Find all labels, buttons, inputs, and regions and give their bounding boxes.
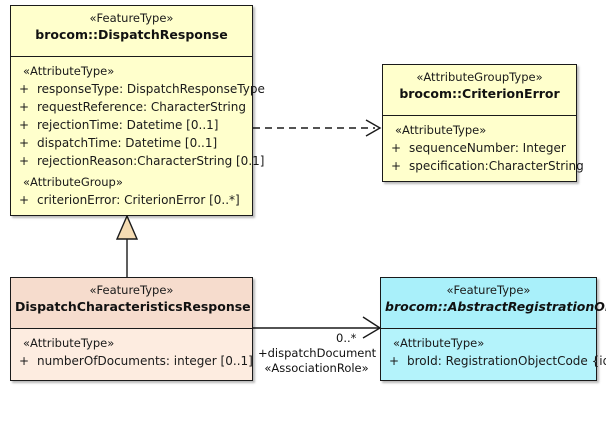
compartment-stereotype-attributetype: «AttributeType» <box>393 336 485 350</box>
generalization-arrow-dcr-dispatchresponse <box>115 214 139 277</box>
class-header-criterion-error: «AttributeGroupType» brocom::CriterionEr… <box>383 65 576 116</box>
class-body-abstract-registration-object: «AttributeType» + broId: RegistrationObj… <box>381 329 606 380</box>
compartment-stereotype-attributetype: «AttributeType» <box>23 336 115 350</box>
class-body-dispatch-characteristics-response: «AttributeType» + numberOfDocuments: int… <box>11 329 253 380</box>
attribute-label: criterionError: CriterionError [0..*] <box>37 193 240 207</box>
association-multiplicity-label: 0..* <box>336 331 357 345</box>
class-body-criterion-error: «AttributeType» + sequenceNumber: Intege… <box>383 116 584 181</box>
attribute-label: rejectionTime: Datetime [0..1] <box>37 118 219 132</box>
class-name: brocom::CriterionError <box>399 86 560 101</box>
attribute-row[interactable]: + rejectionReason:CharacterString [0.1] <box>15 152 264 170</box>
attribute-row[interactable]: + numberOfDocuments: integer [0..1] <box>15 352 253 370</box>
attribute-label: numberOfDocuments: integer [0..1] <box>37 354 253 368</box>
compartment-stereotype-attributetype: «AttributeType» <box>23 64 115 78</box>
attribute-label: specification:CharacterString <box>409 159 584 173</box>
compartment-stereotype-attributegroup: «AttributeGroup» <box>23 175 123 189</box>
class-stereotype: «AttributeGroupType» <box>416 70 543 84</box>
association-role-name-label: +dispatchDocument <box>258 346 377 360</box>
uml-class-criterion-error[interactable]: «AttributeGroupType» brocom::CriterionEr… <box>382 64 584 182</box>
attribute-row[interactable]: + criterionError: CriterionError [0..*] <box>15 191 248 209</box>
attribute-row[interactable]: + requestReference: CharacterString <box>15 98 248 116</box>
uml-class-dispatch-characteristics-response[interactable]: «FeatureType» DispatchCharacteristicsRes… <box>10 277 253 381</box>
attribute-label: broId: RegistrationObjectCode {id} <box>407 354 606 368</box>
attribute-visibility: + <box>19 82 30 96</box>
attribute-row[interactable]: + specification:CharacterString <box>387 157 584 175</box>
attribute-label: rejectionReason:CharacterString [0.1] <box>37 154 265 168</box>
attribute-row[interactable]: + dispatchTime: Datetime [0..1] <box>15 134 248 152</box>
attribute-label: requestReference: CharacterString <box>37 100 246 114</box>
class-header-dispatch-characteristics-response: «FeatureType» DispatchCharacteristicsRes… <box>11 278 252 329</box>
class-name: brocom::DispatchResponse <box>35 27 228 42</box>
compartment-stereotype-attributetype: «AttributeType» <box>395 123 487 137</box>
attribute-label: responseType: DispatchResponseType <box>37 82 265 96</box>
attribute-visibility: + <box>19 154 30 168</box>
attribute-visibility: + <box>19 118 30 132</box>
class-name: DispatchCharacteristicsResponse <box>15 299 251 314</box>
attribute-visibility: + <box>19 100 30 114</box>
attribute-row[interactable]: + rejectionTime: Datetime [0..1] <box>15 116 248 134</box>
attribute-row[interactable]: + sequenceNumber: Integer <box>387 139 572 157</box>
class-body-dispatch-response: «AttributeType» + responseType: Dispatch… <box>11 57 265 215</box>
class-stereotype: «FeatureType» <box>446 283 531 297</box>
attribute-visibility: + <box>391 141 402 155</box>
attribute-visibility: + <box>19 354 30 368</box>
attribute-visibility: + <box>19 193 30 207</box>
attribute-label: sequenceNumber: Integer <box>409 141 566 155</box>
attribute-visibility: + <box>19 136 30 150</box>
attribute-visibility: + <box>391 159 402 173</box>
dependency-arrow-dispatchresponse-criterionerror <box>253 119 382 137</box>
class-header-dispatch-response: «FeatureType» brocom::DispatchResponse <box>11 6 252 57</box>
attribute-label: dispatchTime: Datetime [0..1] <box>37 136 218 150</box>
uml-class-abstract-registration-object[interactable]: «FeatureType» brocom::AbstractRegistrati… <box>380 277 606 381</box>
uml-class-dispatch-response[interactable]: «FeatureType» brocom::DispatchResponse «… <box>10 5 265 216</box>
association-role-stereotype-label: «AssociationRole» <box>264 361 369 375</box>
association-arrow-dcr-abstractregistrationobject <box>253 316 382 339</box>
class-stereotype: «FeatureType» <box>89 283 174 297</box>
class-name: brocom::AbstractRegistrationObject <box>385 299 606 314</box>
attribute-row[interactable]: + responseType: DispatchResponseType <box>15 80 265 98</box>
attribute-visibility: + <box>389 354 400 368</box>
class-header-abstract-registration-object: «FeatureType» brocom::AbstractRegistrati… <box>381 278 606 329</box>
class-stereotype: «FeatureType» <box>89 11 174 25</box>
attribute-row[interactable]: + broId: RegistrationObjectCode {id} <box>385 352 606 370</box>
